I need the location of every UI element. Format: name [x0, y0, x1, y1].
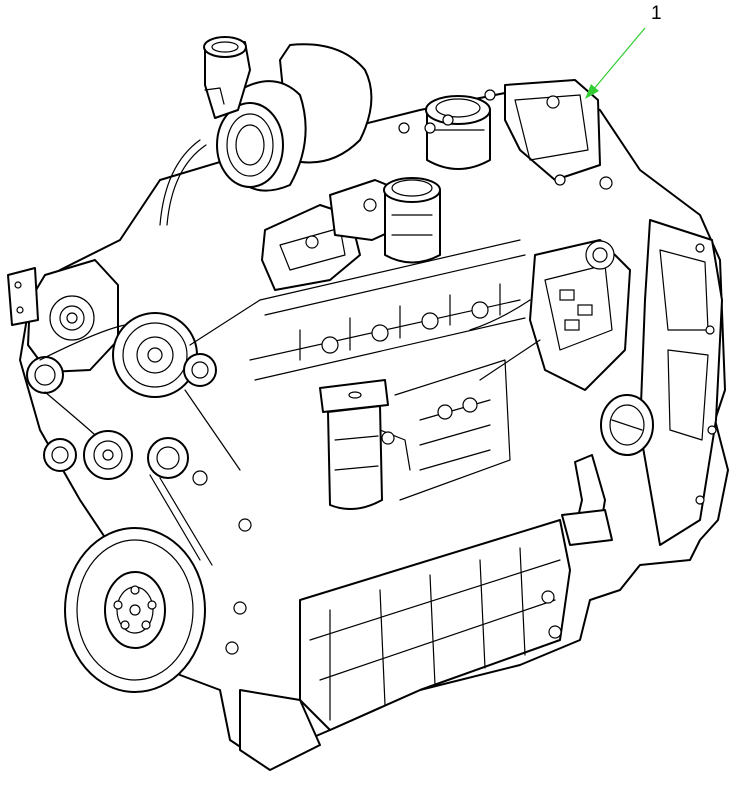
fuel-injection-pump — [469, 239, 631, 391]
coolant-pipe — [561, 454, 613, 546]
callout-1-label: 1 — [651, 3, 662, 24]
fasteners — [192, 89, 613, 655]
breather-cap — [425, 95, 491, 170]
tensioner-pulley — [83, 430, 189, 480]
crankshaft-damper — [64, 527, 206, 693]
timing-housing — [639, 219, 723, 546]
intake-manifold — [249, 239, 526, 501]
drive-belt — [39, 299, 261, 566]
fuel-filter — [319, 379, 411, 510]
turbocharger — [159, 36, 373, 226]
idler-pulley — [26, 356, 77, 472]
alternator — [7, 259, 119, 373]
oil-filter-cap — [600, 394, 654, 456]
water-pump-pulley — [112, 312, 198, 398]
oil-filler-cap — [383, 177, 441, 264]
callout-1-leader — [585, 27, 646, 99]
fan-hub — [183, 353, 217, 387]
